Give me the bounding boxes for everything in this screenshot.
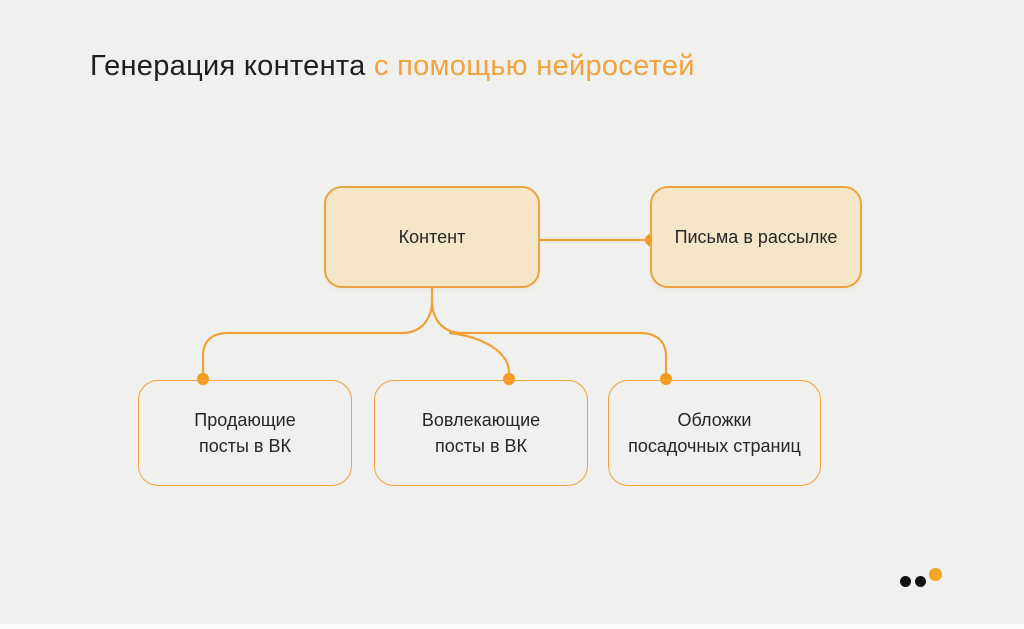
node-engaging-posts-vk-label: Вовлекающие посты в ВК — [421, 409, 541, 456]
logo-dot-black-1 — [900, 576, 911, 587]
page-title: Генерация контента с помощью нейросетей — [90, 50, 695, 83]
node-engaging-posts-vk: Вовлекающие посты в ВК — [374, 380, 588, 486]
connector-root-child2 — [448, 331, 511, 375]
node-selling-posts-vk: Продающие посты в ВК — [138, 380, 352, 486]
logo-dot-black-2 — [915, 576, 926, 587]
title-accent-text: с помощью нейросетей — [373, 50, 695, 82]
node-landing-page-covers-label: Обложки посадочных страниц — [628, 409, 801, 456]
logo-dot-orange — [929, 568, 942, 581]
title-dark-text: Генерация контента — [90, 50, 374, 82]
connector-root-child3 — [430, 299, 668, 375]
connector-root-child1 — [201, 286, 434, 375]
node-mail-letters: Письма в рассылке — [650, 186, 862, 288]
node-landing-page-covers: Обложки посадочных страниц — [608, 380, 821, 486]
node-mail-letters-label: Письма в рассылке — [674, 226, 838, 247]
bottom-white-strip — [0, 624, 1024, 629]
node-content: Контент — [324, 186, 540, 288]
node-selling-posts-vk-label: Продающие посты в ВК — [194, 409, 296, 456]
node-content-label: Контент — [398, 226, 466, 247]
